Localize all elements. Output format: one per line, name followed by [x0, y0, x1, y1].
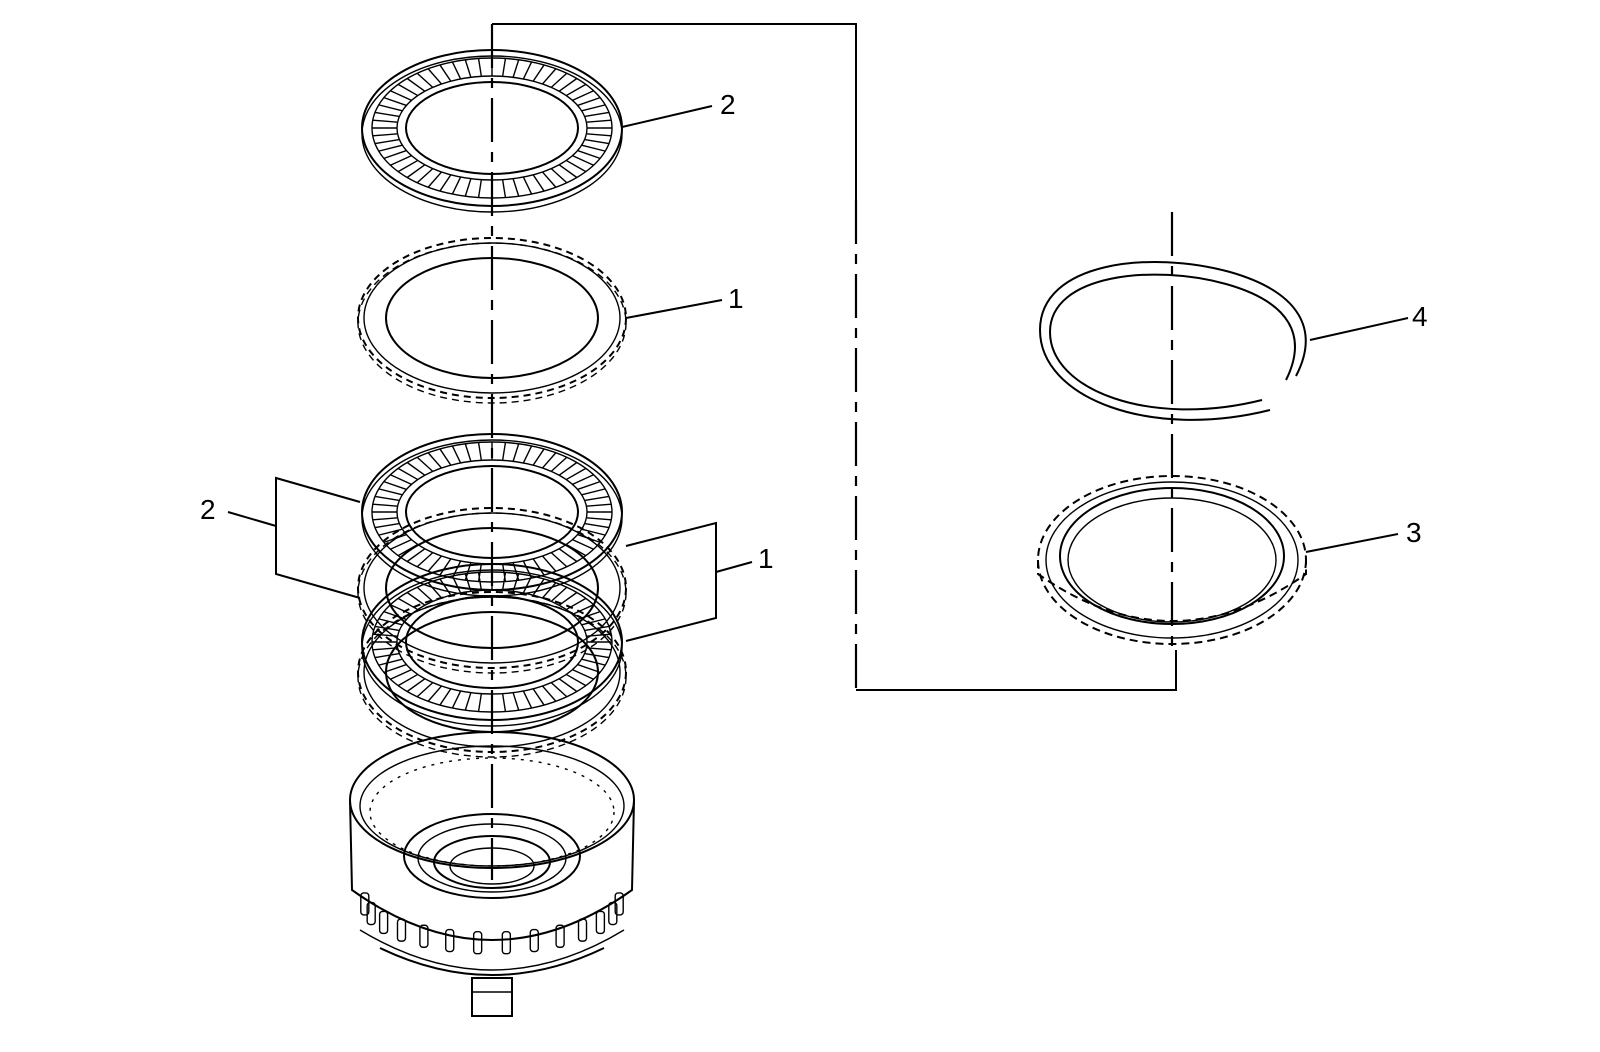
callout-stack-steel-plates: 1	[758, 543, 774, 574]
friction-plate-teeth	[372, 572, 612, 712]
snap-ring	[1038, 260, 1307, 421]
callout-backing-plate: 3	[1406, 517, 1422, 548]
top-friction-plate-leader	[621, 105, 713, 128]
friction-plate-teeth	[372, 442, 612, 582]
callout-snap-ring: 4	[1412, 301, 1428, 332]
snap-ring-leader	[1309, 317, 1409, 341]
backing-plate-leader	[1305, 533, 1399, 553]
stack-friction-plates-bracket	[227, 476, 361, 599]
callout-top-friction-plate: 2	[720, 89, 736, 120]
stack-steel-plates-bracket	[625, 521, 753, 642]
callout-top-steel-plate: 1	[728, 283, 744, 314]
friction-plate-teeth	[372, 58, 612, 198]
callout-stack-friction-plates: 2	[200, 494, 216, 525]
assembly-centerlines	[490, 23, 1177, 880]
top-steel-plate-leader	[625, 299, 723, 319]
